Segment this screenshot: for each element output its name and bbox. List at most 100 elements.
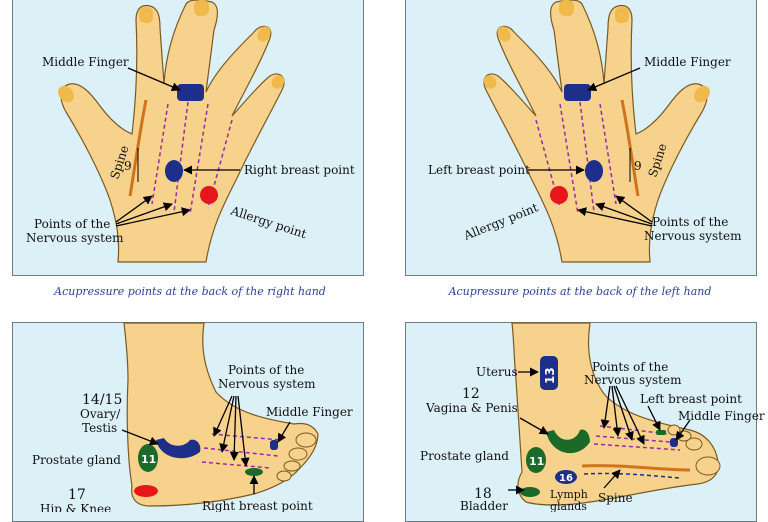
- left-foot-left-breast-label: Left breast point: [640, 392, 742, 406]
- right-foot: 11 Points of the Nervous system 14/15 Ov…: [32, 322, 353, 512]
- left-foot-nervous-arrow-1: [600, 385, 611, 429]
- left-hand-nerve-line-3: [559, 103, 579, 215]
- left-foot-nervous-arrow-4: [615, 385, 645, 445]
- left-hand-index-nail: [615, 7, 629, 23]
- left-hand-thumb-nail: [694, 85, 710, 103]
- right-foot-nervous-arrow-4: [237, 395, 250, 467]
- right-hand-caption: Acupressure points at the back of the ri…: [54, 285, 326, 298]
- left-hand-little-nail: [483, 75, 497, 89]
- right-foot-ovary-label-1: Ovary/: [80, 407, 121, 421]
- right-hand-nerve-line-2: [173, 101, 189, 213]
- left-hand-ring-nail: [497, 26, 511, 42]
- right-foot-middle-finger-label: Middle Finger: [266, 405, 353, 419]
- left-foot-nervous-label-2: Nervous system: [584, 373, 682, 387]
- right-hand-nervous-arrow-2: [115, 202, 173, 225]
- left-foot-spine-line: [581, 464, 691, 472]
- left-foot-breast-point: [656, 430, 666, 435]
- right-foot-ovary-number: 14/15: [82, 392, 122, 408]
- left-hand-middle-finger-point: [564, 84, 591, 101]
- left-foot-breast-arrow: [647, 405, 661, 431]
- right-hand-thumb-nail: [58, 85, 74, 103]
- right-hand-middle-finger-label: Middle Finger: [42, 55, 129, 69]
- left-foot-middle-finger-label: Middle Finger: [678, 409, 765, 423]
- left-hand-nervous-label-2: Nervous system: [644, 229, 742, 243]
- right-hand: Middle Finger Spine 9 Right breast point…: [26, 0, 355, 263]
- left-foot-bladder-number: 18: [474, 486, 492, 502]
- left-hand-nervous-arrow-2: [595, 202, 653, 225]
- left-hand-left-breast-point: [585, 160, 603, 182]
- right-hand-ring-nail: [257, 26, 271, 42]
- right-hand-little-nail: [271, 75, 285, 89]
- right-foot-hip-label: Hip & Knee: [40, 502, 111, 512]
- right-hand-middle-finger-point: [177, 84, 204, 101]
- left-foot-vagina-label: Vagina & Penis: [425, 401, 518, 415]
- right-hand-spine-line: [128, 99, 148, 197]
- right-foot-nervous-arrow-2: [219, 395, 235, 453]
- right-hand-nervous-arrow-3: [115, 207, 191, 227]
- left-hand-middle-finger-arrow: [587, 67, 641, 91]
- right-foot-shape: [123, 322, 319, 507]
- right-foot-ovary-label-2: Testis: [82, 421, 117, 435]
- right-foot-prostate-label: Prostate gland: [32, 453, 121, 467]
- right-foot-right-breast-point: [245, 468, 263, 476]
- left-hand-allergy-point: [550, 186, 568, 204]
- left-foot-prostate-point: [526, 447, 546, 473]
- right-hand-middle-finger-arrow: [127, 67, 181, 91]
- right-hand-index-nail: [139, 7, 153, 23]
- left-hand-middle-nail: [559, 0, 574, 16]
- right-foot-nerve-line-2: [203, 447, 279, 457]
- left-hand-caption: Acupressure points at the back of the le…: [448, 285, 712, 298]
- right-hand-nervous-label-1: Points of the: [34, 217, 110, 231]
- right-hand-allergy-point: [200, 186, 218, 204]
- right-foot-hip-point: [134, 485, 158, 497]
- right-hand-nervous-arrow-1: [115, 195, 153, 223]
- right-foot-ovary-point: [156, 438, 201, 459]
- right-hand-nerve-line-3: [189, 103, 209, 215]
- right-hand-shape: [60, 0, 285, 263]
- right-hand-right-breast-point: [165, 160, 183, 182]
- left-foot-nervous-arrow-3: [613, 385, 634, 441]
- left-hand-nerve-line-4: [535, 119, 561, 209]
- left-hand-shape: [483, 0, 708, 263]
- left-foot-prostate-number: 11: [529, 455, 544, 468]
- left-foot-bladder-point: [520, 487, 540, 497]
- right-foot-toe-1: [295, 432, 317, 448]
- left-hand-nerve-line-2: [579, 101, 595, 213]
- right-hand-nervous-label-2: Nervous system: [26, 231, 124, 245]
- left-foot-uterus-number: 13: [543, 367, 557, 384]
- left-foot-toe-4: [667, 424, 681, 436]
- right-foot-toe-2: [288, 447, 308, 461]
- left-foot-bladder-label: Bladder: [460, 499, 508, 512]
- left-foot-toe-2: [685, 437, 703, 451]
- right-hand-right-breast-label: Right breast point: [244, 163, 355, 177]
- right-foot-prostate-point: [138, 444, 158, 472]
- left-hand-middle-finger-label: Middle Finger: [644, 55, 731, 69]
- left-hand: Middle Finger Spine 9 Left breast point …: [428, 0, 742, 263]
- right-foot-nervous-arrow-1: [213, 395, 233, 437]
- right-hand-nerve-line-1: [151, 103, 169, 205]
- right-foot-nervous-label-2: Nervous system: [218, 377, 316, 391]
- right-foot-middle-finger-point: [270, 440, 278, 450]
- left-foot: 13 11 16 Uterus Points of the Nervous sy…: [420, 322, 765, 512]
- right-foot-toe-4: [276, 470, 292, 482]
- right-foot-right-breast-label: Right breast point: [202, 499, 313, 512]
- left-foot-prostate-label: Prostate gland: [420, 449, 509, 463]
- left-foot-toe-1: [695, 456, 721, 476]
- left-foot-vagina-number: 12: [462, 386, 480, 402]
- left-foot-uterus-label: Uterus: [476, 365, 518, 379]
- right-hand-middle-nail: [194, 0, 209, 16]
- left-hand-spine-line: [620, 99, 640, 197]
- left-foot-lymph-number: 16: [559, 473, 573, 484]
- left-foot-lymph-point: [555, 470, 577, 484]
- left-foot-lymph-label-2: glands: [550, 500, 587, 512]
- right-foot-hip-number: 17: [68, 487, 86, 503]
- right-hand-allergy-label: Allergy point: [228, 203, 308, 241]
- left-foot-nervous-arrow-2: [611, 385, 622, 437]
- left-foot-lymph-label-1: Lymph: [550, 488, 588, 501]
- left-hand-spine-number: 9: [634, 159, 642, 173]
- left-hand-nervous-arrow-1: [615, 195, 653, 223]
- left-foot-spine-dashed: [583, 472, 681, 479]
- right-hand-nerve-line-4: [207, 119, 233, 209]
- right-foot-nervous-label-1: Points of the: [228, 363, 304, 377]
